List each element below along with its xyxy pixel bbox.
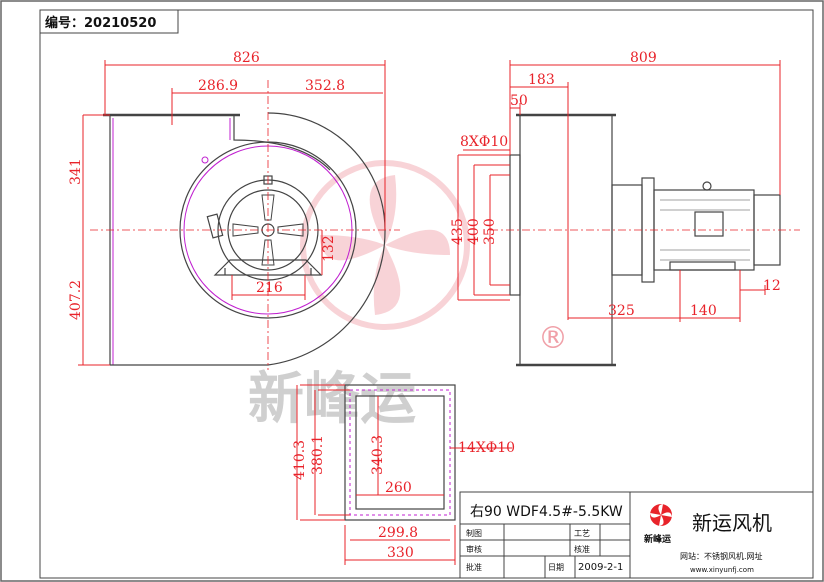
dim-overall-length: 809 (630, 50, 657, 66)
dim-inlet-offset: 183 (528, 72, 555, 88)
website-url: www.xinyunfj.com (690, 566, 754, 574)
dim-outlet-bolt-height: 380.1 (310, 435, 326, 475)
label-drawn: 制图 (466, 528, 482, 538)
dim-outlet-inner-width: 260 (385, 480, 412, 496)
dim-inlet-dia: 350 (482, 218, 498, 245)
dim-overall-width: 826 (233, 50, 260, 66)
dim-base-hole: 12 (763, 278, 781, 294)
dim-upper-height: 341 (68, 158, 84, 185)
dim-motor-base-height: 132 (321, 235, 337, 262)
dim-right-width: 352.8 (305, 78, 345, 94)
front-view (78, 60, 400, 370)
dim-base-offset: 325 (608, 303, 635, 319)
frame-border (39, 9, 814, 579)
watermark-text: 新峰运 (248, 367, 416, 432)
dim-outlet-bolt-width: 299.8 (378, 525, 418, 541)
dim-bolt-holes: 8XΦ10 (460, 134, 508, 150)
website-label: 网站：不锈钢风机.网址 (680, 551, 763, 561)
dim-flange-outer: 435 (450, 218, 466, 245)
dim-outlet-outer-height: 410.3 (292, 440, 308, 480)
drawing-number: 编号：20210520 (45, 15, 156, 31)
dim-lower-height: 407.2 (68, 280, 84, 320)
dim-flange-thickness: 50 (510, 93, 528, 109)
label-date: 日期 (548, 563, 564, 572)
date-value: 2009-2-1 (578, 562, 623, 573)
label-batch: 批准 (466, 562, 482, 572)
title-block (459, 491, 814, 579)
label-process: 工艺 (574, 529, 590, 538)
logo-text: 新峰运 (644, 533, 672, 545)
company-name: 新运风机 (692, 511, 772, 535)
dim-outlet-bolt-holes: 14XΦ10 (458, 440, 515, 456)
registered-mark: ® (538, 321, 568, 356)
company-logo-icon (650, 504, 672, 526)
drawing-number-box (39, 9, 179, 34)
dim-base-span: 140 (690, 303, 717, 319)
dim-outlet-outer-width: 330 (387, 545, 414, 561)
label-check: 审核 (466, 544, 482, 554)
dim-left-width: 286.9 (198, 78, 238, 94)
dim-motor-base-width: 216 (256, 280, 283, 296)
outlet-flange-view (296, 384, 512, 565)
dim-outlet-inner-height: 340.3 (370, 435, 386, 475)
label-approve: 核准 (574, 544, 590, 554)
model-name: 右90 WDF4.5#-5.5KW (470, 504, 623, 520)
side-view (457, 60, 800, 367)
dim-bolt-circle: 400 (466, 218, 482, 245)
